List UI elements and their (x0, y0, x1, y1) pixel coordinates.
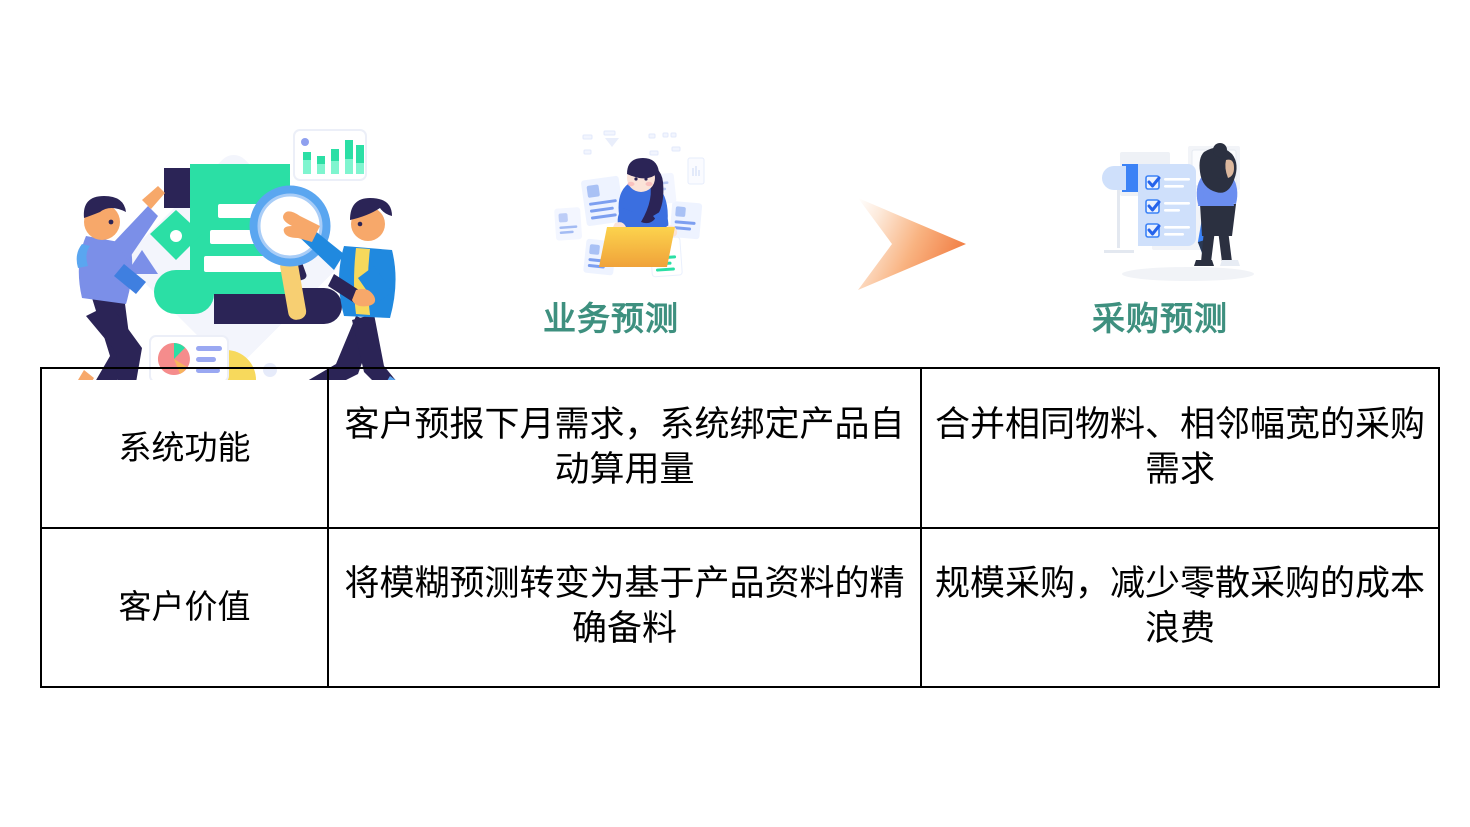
woman-with-documents-illustration (554, 130, 705, 278)
cell-procurement-forecast-function: 合并相同物料、相邻幅宽的采购需求 (920, 367, 1440, 529)
table-row: 系统功能 客户预报下月需求，系统绑定产品自动算用量 合并相同物料、相邻幅宽的采购… (40, 367, 1440, 529)
cell-procurement-forecast-value: 规模采购，减少零散采购的成本浪费 (920, 526, 1440, 688)
cell-business-forecast-value: 将模糊预测转变为基于产品资料的精确备料 (327, 526, 922, 688)
chevron-right-arrow-icon (858, 198, 966, 290)
stage-label-procurement-forecast: 采购预测 (1092, 300, 1228, 337)
row-header-system-function: 系统功能 (40, 367, 329, 529)
stage-label-business-forecast: 业务预测 (543, 300, 679, 337)
comparison-table: 系统功能 客户预报下月需求，系统绑定产品自动算用量 合并相同物料、相邻幅宽的采购… (40, 367, 1440, 688)
table-row: 客户价值 将模糊预测转变为基于产品资料的精确备料 规模采购，减少零散采购的成本浪… (40, 526, 1440, 688)
woman-with-checklist-illustration (1102, 143, 1254, 281)
checklist-items (1145, 175, 1190, 238)
bar-chart-card-icon (293, 129, 367, 181)
row-header-customer-value: 客户价值 (40, 526, 329, 688)
person-pointing (76, 186, 165, 380)
woman-figure (599, 158, 678, 267)
person-reaching (283, 198, 396, 380)
cell-business-forecast-function: 客户预报下月需求，系统绑定产品自动算用量 (327, 367, 922, 529)
woman-figure (1194, 143, 1240, 266)
data-analysis-illustration (76, 129, 396, 380)
